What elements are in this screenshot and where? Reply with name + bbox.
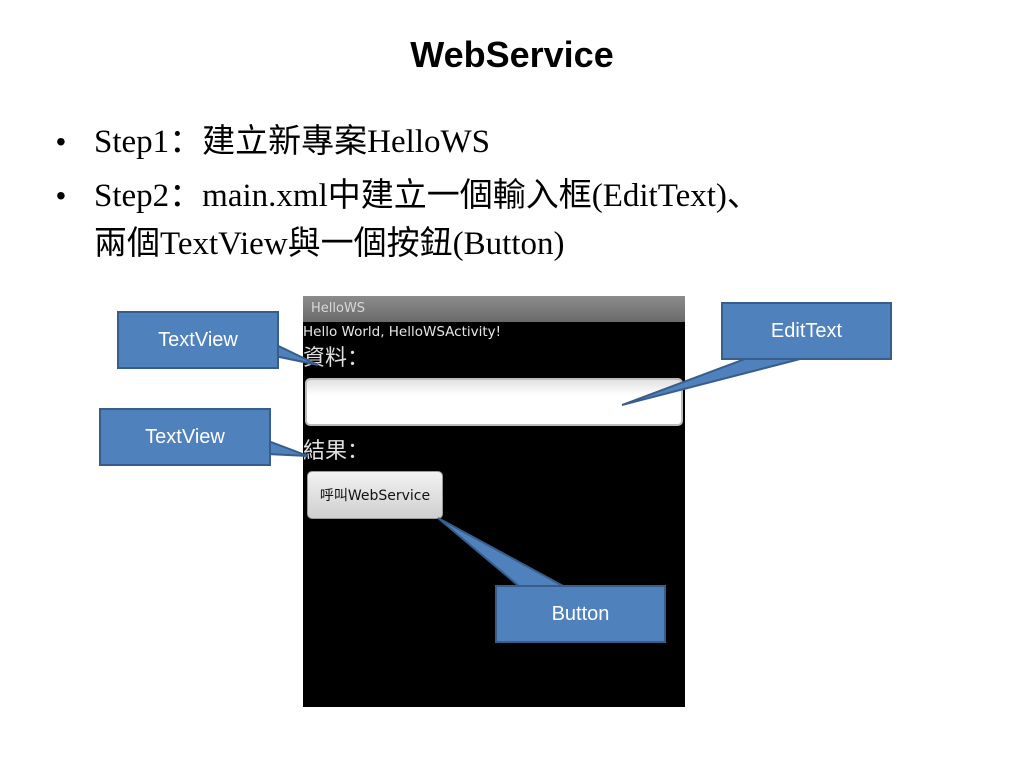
slide-title: WebService <box>410 34 614 75</box>
callout-textview-bottom: TextView <box>99 408 271 466</box>
button-pointer <box>437 517 566 588</box>
bullet-text: Step1：建立新專案HelloWS <box>94 124 490 160</box>
bullet-marker: • <box>56 180 66 211</box>
result-label: 結果： <box>303 439 370 464</box>
bullet-marker: • <box>56 126 66 157</box>
textview-bottom-pointer <box>267 439 309 457</box>
data-edittext[interactable] <box>305 378 683 426</box>
bullet-text-line2: 兩個TextView與一個按鈕(Button) <box>94 226 565 262</box>
callout-edittext: EditText <box>721 302 892 360</box>
callout-button: Button <box>495 585 666 643</box>
app-title-bar: HelloWS <box>303 296 685 322</box>
bullet-step1: • Step1：建立新專案HelloWS <box>56 118 976 166</box>
bullet-text-line1: Step2：main.xml中建立一個輸入框(EditText)、 <box>94 178 760 214</box>
edittext-pointer <box>621 358 801 406</box>
call-webservice-button[interactable]: 呼叫WebService <box>307 471 443 519</box>
callout-textview-top: TextView <box>117 311 279 369</box>
data-label: 資料： <box>303 346 370 371</box>
hello-textview: Hello World, HelloWSActivity! <box>303 324 502 340</box>
bullet-list: • Step1：建立新專案HelloWS • Step2：main.xml中建立… <box>56 118 976 274</box>
bullet-step2: • Step2：main.xml中建立一個輸入框(EditText)、 兩個Te… <box>56 172 976 268</box>
